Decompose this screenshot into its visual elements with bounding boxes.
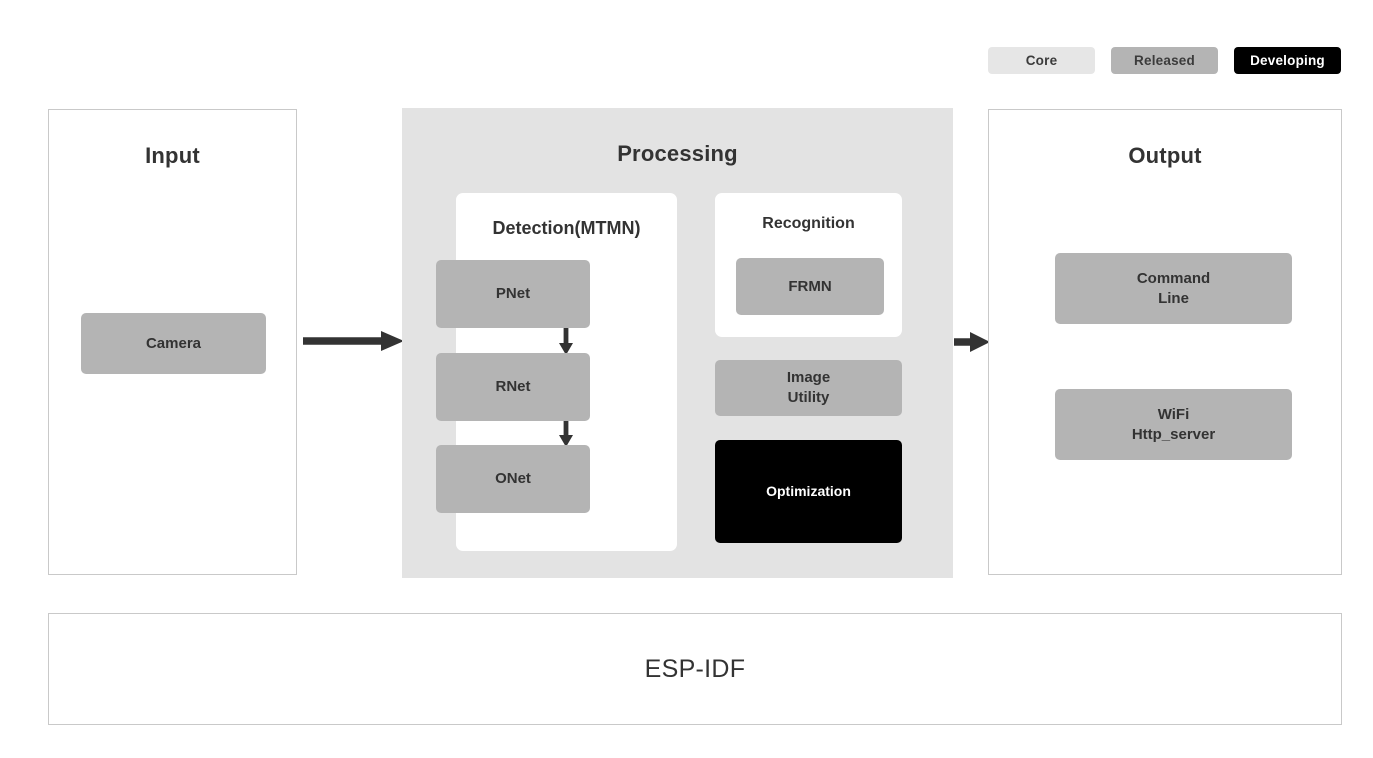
input-panel: Input Camera xyxy=(48,109,297,575)
node-onet: ONet xyxy=(436,445,590,513)
recognition-card-title: Recognition xyxy=(762,215,855,232)
node-image-utility-label: Image Utility xyxy=(786,369,831,406)
legend: Core Released Developing xyxy=(988,47,1341,74)
node-optimization: Optimization xyxy=(715,440,902,543)
esp-idf-label: ESP-IDF xyxy=(644,654,746,683)
arrow-input-to-processing xyxy=(303,330,404,352)
processing-panel-title: Processing xyxy=(617,141,738,166)
esp-idf-panel: ESP-IDF xyxy=(48,613,1342,725)
node-rnet-label: RNet xyxy=(495,378,531,396)
input-panel-title: Input xyxy=(145,143,200,168)
output-panel: Output Command Line WiFi Http_server xyxy=(988,109,1342,575)
node-pnet: PNet xyxy=(436,260,590,328)
arrow-rnet-to-onet xyxy=(559,421,573,447)
detection-card-title: Detection(MTMN) xyxy=(492,218,641,238)
node-wifi-http-server-label: WiFi Http_server xyxy=(1131,405,1216,443)
output-panel-title: Output xyxy=(1128,143,1202,168)
node-optimization-label: Optimization xyxy=(766,483,851,500)
node-image-utility: Image Utility xyxy=(715,360,902,416)
legend-label-developing: Developing xyxy=(1250,53,1325,68)
arrow-pnet-to-rnet xyxy=(559,328,573,355)
node-frmn: FRMN xyxy=(736,258,884,315)
node-pnet-label: PNet xyxy=(495,285,531,303)
arrow-processing-to-output xyxy=(954,331,990,353)
node-command-line: Command Line xyxy=(1055,253,1292,324)
node-wifi-http-server: WiFi Http_server xyxy=(1055,389,1292,460)
node-rnet: RNet xyxy=(436,353,590,421)
processing-panel: Processing Detection(MTMN) PNet RNet ONe… xyxy=(402,108,953,578)
node-command-line-label: Command Line xyxy=(1136,269,1211,307)
legend-item-core: Core xyxy=(988,47,1095,74)
legend-label-released: Released xyxy=(1134,53,1195,68)
legend-item-released: Released xyxy=(1111,47,1218,74)
legend-label-core: Core xyxy=(1025,53,1058,68)
node-frmn-label: FRMN xyxy=(788,277,832,295)
node-camera: Camera xyxy=(81,313,266,374)
node-onet-label: ONet xyxy=(495,470,531,488)
node-camera-label: Camera xyxy=(145,334,202,352)
legend-item-developing: Developing xyxy=(1234,47,1341,74)
